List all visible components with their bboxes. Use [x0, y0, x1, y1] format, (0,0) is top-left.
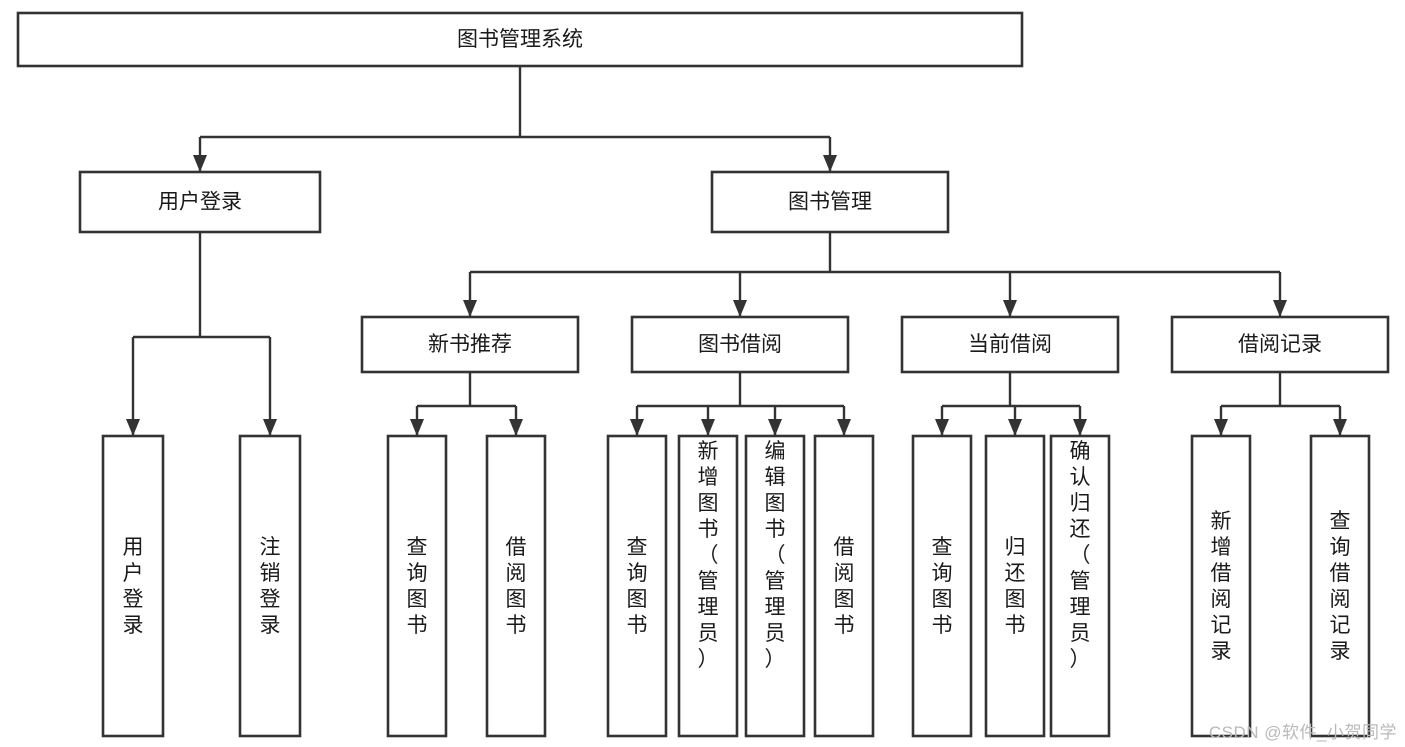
node-leaf-query-record[interactable]: 查询借阅记录 — [1309, 434, 1371, 738]
node-new-book-recommend[interactable]: 新书推荐 — [360, 315, 580, 374]
node-leaf-return-book[interactable]: 归还图书 — [984, 434, 1046, 738]
node-current-borrow-box[interactable] — [900, 315, 1120, 374]
node-leaf-query-book-3-box[interactable] — [911, 434, 973, 738]
arrow-head-icon — [768, 419, 782, 436]
node-leaf-confirm-return-label: 确认归还（管理员） — [1070, 440, 1091, 671]
node-leaf-query-book-2[interactable]: 查询图书 — [606, 434, 668, 738]
arrow-head-icon — [630, 419, 644, 436]
node-book-borrow-label: 图书借阅 — [698, 333, 782, 356]
node-leaf-query-book-1-label: 查询图书 — [407, 536, 428, 637]
node-leaf-borrow-book-1-box[interactable] — [485, 434, 547, 738]
node-leaf-borrow-book-1-label: 借阅图书 — [506, 536, 527, 637]
node-current-borrow-label: 当前借阅 — [968, 333, 1052, 356]
node-leaf-add-book[interactable]: 新增图书（管理员） — [677, 434, 739, 738]
arrow-head-icon — [126, 419, 140, 436]
node-leaf-edit-book[interactable]: 编辑图书（管理员） — [744, 434, 806, 738]
node-leaf-borrow-book-1[interactable]: 借阅图书 — [485, 434, 547, 738]
arrow-head-icon — [410, 419, 424, 436]
node-leaf-confirm-return[interactable]: 确认归还（管理员） — [1049, 434, 1111, 738]
arrow-head-icon — [1008, 419, 1022, 436]
node-book-borrow-box[interactable] — [630, 315, 850, 374]
node-book-manage[interactable]: 图书管理 — [710, 170, 950, 234]
arrow-head-icon — [1214, 419, 1228, 436]
node-leaf-logout[interactable]: 注销登录 — [238, 434, 302, 738]
arrow-head-icon — [463, 300, 477, 317]
node-root-root-box[interactable] — [16, 11, 1024, 68]
arrow-head-icon — [935, 419, 949, 436]
node-book-borrow[interactable]: 图书借阅 — [630, 315, 850, 374]
arrow-head-icon — [733, 300, 747, 317]
connectors-layer — [126, 66, 1347, 436]
node-leaf-confirm-return-box[interactable] — [1049, 434, 1111, 738]
node-leaf-add-record[interactable]: 新增借阅记录 — [1190, 434, 1252, 738]
node-leaf-return-book-box[interactable] — [984, 434, 1046, 738]
node-borrow-record[interactable]: 借阅记录 — [1170, 315, 1390, 374]
node-leaf-borrow-book-2-box[interactable] — [813, 434, 875, 738]
node-leaf-add-record-box[interactable] — [1190, 434, 1252, 738]
node-root-root-label: 图书管理系统 — [457, 28, 583, 51]
arrow-head-icon — [1073, 419, 1087, 436]
node-leaf-user-login[interactable]: 用户登录 — [101, 434, 165, 738]
node-leaf-add-record-label: 新增借阅记录 — [1211, 510, 1232, 663]
node-leaf-logout-label: 注销登录 — [260, 536, 281, 637]
node-borrow-record-label: 借阅记录 — [1238, 333, 1322, 356]
node-leaf-query-book-1[interactable]: 查询图书 — [386, 434, 448, 738]
arrow-head-icon — [837, 419, 851, 436]
arrow-head-icon — [823, 155, 837, 172]
node-leaf-edit-book-box[interactable] — [744, 434, 806, 738]
arrow-head-icon — [1273, 300, 1287, 317]
arrow-head-icon — [1003, 300, 1017, 317]
node-leaf-user-login-box[interactable] — [101, 434, 165, 738]
node-new-book-recommend-box[interactable] — [360, 315, 580, 374]
node-book-manage-box[interactable] — [710, 170, 950, 234]
node-borrow-record-box[interactable] — [1170, 315, 1390, 374]
arrow-head-icon — [1333, 419, 1347, 436]
node-user-login-label: 用户登录 — [158, 191, 242, 214]
node-current-borrow[interactable]: 当前借阅 — [900, 315, 1120, 374]
node-new-book-recommend-label: 新书推荐 — [428, 333, 512, 356]
node-leaf-user-login-label: 用户登录 — [123, 536, 144, 637]
node-root-root[interactable]: 图书管理系统 — [16, 11, 1024, 68]
node-leaf-query-book-2-label: 查询图书 — [627, 536, 648, 637]
node-leaf-borrow-book-2[interactable]: 借阅图书 — [813, 434, 875, 738]
node-leaf-query-book-3-label: 查询图书 — [932, 536, 953, 637]
node-leaf-query-record-label: 查询借阅记录 — [1330, 510, 1351, 663]
node-book-manage-label: 图书管理 — [788, 191, 872, 214]
node-leaf-query-book-1-box[interactable] — [386, 434, 448, 738]
node-leaf-query-book-3[interactable]: 查询图书 — [911, 434, 973, 738]
node-user-login-box[interactable] — [78, 170, 322, 234]
arrow-head-icon — [509, 419, 523, 436]
node-leaf-logout-box[interactable] — [238, 434, 302, 738]
node-leaf-add-book-box[interactable] — [677, 434, 739, 738]
arrow-head-icon — [193, 155, 207, 172]
arrow-head-icon — [263, 419, 277, 436]
node-leaf-add-book-label: 新增图书（管理员） — [698, 440, 719, 671]
arrow-head-icon — [701, 419, 715, 436]
node-leaf-query-record-box[interactable] — [1309, 434, 1371, 738]
node-user-login[interactable]: 用户登录 — [78, 170, 322, 234]
node-leaf-edit-book-label: 编辑图书（管理员） — [765, 440, 786, 671]
node-leaf-borrow-book-2-label: 借阅图书 — [834, 536, 855, 637]
node-leaf-query-book-2-box[interactable] — [606, 434, 668, 738]
node-leaf-return-book-label: 归还图书 — [1005, 536, 1026, 637]
nodes-layer: 图书管理系统用户登录图书管理新书推荐图书借阅当前借阅借阅记录用户登录注销登录查询… — [16, 11, 1390, 738]
